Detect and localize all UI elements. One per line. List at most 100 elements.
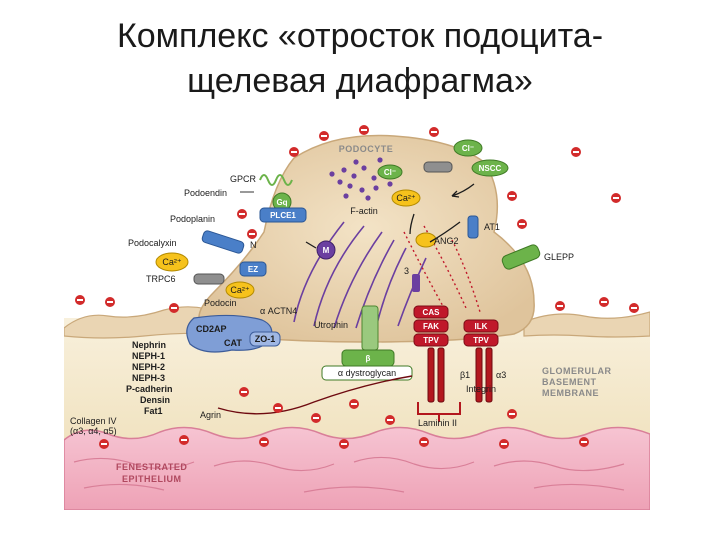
gbm-label-line-2: BASEMENT — [542, 377, 597, 387]
charge-minus-icon — [359, 125, 369, 135]
zo1-box — [249, 331, 281, 347]
tpv-left-box — [413, 333, 449, 347]
endothelium-label-line-1: FENESTRATED — [116, 462, 187, 472]
charge-minus-icon — [273, 403, 283, 413]
charge-minus-icon — [571, 147, 581, 157]
red-cross-linkers — [403, 225, 481, 313]
m-protein — [316, 240, 336, 260]
cl-inner-label: Cl⁻ — [384, 168, 396, 177]
laminin-ii — [417, 402, 461, 422]
alpha3-label: α3 — [496, 370, 506, 380]
slit-protein-1: Nephrin — [132, 340, 166, 350]
charge-minus-icon — [517, 219, 527, 229]
podoendin-label: Podoendin — [184, 188, 227, 198]
gpcr-receptor — [259, 174, 293, 186]
slit-protein-5: P-cadherin — [126, 384, 173, 394]
trpc6-label: TRPC6 — [146, 274, 176, 284]
charge-minus-icon — [179, 435, 189, 445]
charge-minus-icon — [507, 409, 517, 419]
dystroglycan-label: α dystroglycan — [338, 368, 396, 378]
charge-minus-icon — [99, 439, 109, 449]
gq-label: Gq — [276, 198, 287, 207]
slit-protein-2: NEPH-1 — [132, 351, 165, 361]
charge-minus-icon — [319, 131, 329, 141]
utrophin-label: Utrophin — [314, 320, 348, 330]
ca-podocin-label: Ca²⁺ — [230, 285, 250, 295]
ang2-label: ANG2 — [434, 236, 459, 246]
charge-minus-icon — [75, 295, 85, 305]
nscc-channel — [471, 159, 509, 177]
glepp-label: GLEPP — [544, 252, 574, 262]
collagen-chains-label: (α3, α4, α5) — [70, 426, 117, 436]
podocyte-diagram: PODOCYTE F-actin Cl⁻ Cl⁻ NSCC Ca²⁺ GPCR … — [64, 122, 650, 510]
cat-label: CAT — [224, 338, 242, 348]
m-label: M — [323, 246, 330, 255]
ca-ion-inner — [391, 189, 421, 207]
ca-ion-podocin — [225, 281, 255, 299]
ang2-molecule — [415, 232, 437, 248]
beta1-label: β1 — [460, 370, 470, 380]
charge-minus-icon — [611, 193, 621, 203]
ca-inner-label: Ca²⁺ — [396, 193, 416, 203]
charge-minus-icon — [247, 229, 257, 239]
integrin-dimer — [427, 347, 493, 403]
fak-label: FAK — [423, 322, 439, 331]
podocalyxin-label: Podocalyxin — [128, 238, 177, 248]
ez-label: EZ — [248, 265, 258, 274]
gbm-label-line-3: MEMBRANE — [542, 388, 599, 398]
integrin-label: Integrin — [466, 384, 496, 394]
endothelium-cells — [73, 456, 625, 493]
laminin-label: Laminin II — [418, 418, 457, 428]
gpcr-label: GPCR — [230, 174, 257, 184]
utrophin-rod — [361, 305, 379, 351]
tpv-left-label: TPV — [423, 336, 439, 345]
collagen-label: Collagen IV — [70, 416, 117, 426]
charge-minus-icon — [289, 147, 299, 157]
signaling-arrows — [305, 183, 475, 249]
diagram-canvas: PODOCYTE F-actin Cl⁻ Cl⁻ NSCC Ca²⁺ GPCR … — [64, 122, 650, 510]
trpc6-channel — [193, 273, 225, 285]
cas-label: CAS — [423, 308, 441, 317]
podocin-label: Podocin — [204, 298, 237, 308]
slit-protein-7: Fat1 — [144, 406, 163, 416]
charge-minus-icon — [499, 439, 509, 449]
cl-channel-inner — [377, 164, 403, 180]
nscc-label: NSCC — [479, 164, 502, 173]
cl-channel-top — [453, 139, 483, 157]
tpv-right-label: TPV — [473, 336, 489, 345]
charge-minus-icon — [105, 297, 115, 307]
three-label: 3 — [404, 266, 409, 276]
beta-label: β — [366, 354, 371, 363]
podoplanin-label: Podoplanin — [170, 214, 215, 224]
charge-minus-icon — [507, 191, 517, 201]
podocalyxin-receptor — [201, 230, 245, 254]
slit-protein-3: NEPH-2 — [132, 362, 165, 372]
plce1-box — [259, 207, 307, 223]
cl-top-label: Cl⁻ — [462, 144, 474, 153]
agrin-chain — [217, 375, 413, 415]
charge-minus-icon — [311, 413, 321, 423]
fak-box — [413, 319, 449, 333]
charge-minus-icon — [599, 297, 609, 307]
at1-receptor — [467, 215, 479, 239]
charge-minus-icon — [239, 387, 249, 397]
f-actin-label: F-actin — [350, 206, 378, 216]
slide-title-line-2: щелевая диафрагма» — [187, 62, 533, 100]
ez-box — [239, 261, 267, 277]
charge-minus-icon — [555, 301, 565, 311]
charge-minus-icon — [259, 437, 269, 447]
at1-label: AT1 — [484, 222, 500, 232]
podocyte-label: PODOCYTE — [339, 144, 394, 154]
slide-title: Комплекс «отросток подоцита- щелевая диа… — [0, 14, 720, 104]
charge-minus-icon — [349, 399, 359, 409]
slit-protein-4: NEPH-3 — [132, 373, 165, 383]
slit-protein-6: Densin — [140, 395, 170, 405]
foot-process-right — [523, 311, 650, 338]
cd2ap-label: CD2AP — [196, 324, 227, 334]
endothelium-label-line-2: EPITHELIUM — [122, 474, 182, 484]
charge-minus-icon — [339, 439, 349, 449]
ilk-box — [463, 319, 499, 333]
charge-minus-icon — [385, 415, 395, 425]
charge-minus-icon — [629, 303, 639, 313]
small-purple-marker — [412, 274, 420, 292]
